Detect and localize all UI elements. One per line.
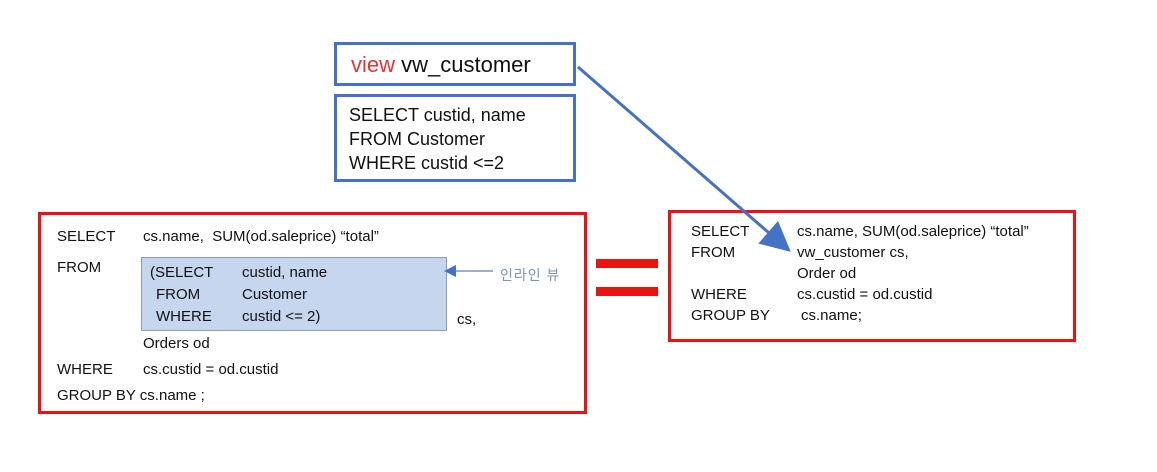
equals-bar-bottom [596,287,658,296]
view-definition-box: SELECT custid, name FROM Customer WHERE … [334,94,576,182]
right-from-expression: vw_customer cs, [797,244,909,261]
right-where-expression: cs.custid = od.custid [797,286,933,303]
right-select-keyword: SELECT [691,223,750,240]
inline-view-callout-label: 인라인 뷰 [500,267,561,283]
view-name: vw_customer [401,52,531,77]
left-groupby-clause: GROUP BY cs.name ; [57,387,205,404]
subquery-where-condition: custid <= 2) [242,308,321,325]
inline-view-subquery: (SELECT custid, name FROM Customer WHERE… [141,257,447,331]
view-def-line-2: FROM Customer [349,129,486,149]
right-groupby-expression: cs.name; [801,307,862,324]
left-from-keyword: FROM [57,259,102,276]
view-query-box: SELECT cs.name, SUM(od.saleprice) “total… [668,210,1076,342]
right-from-keyword: FROM [691,244,736,261]
view-keyword: view [351,52,396,77]
inline-view-query-box: SELECT cs.name, SUM(od.saleprice) “total… [38,212,587,414]
left-alias-cs: cs, [457,311,477,328]
left-select-keyword: SELECT [57,228,116,245]
view-def-line-3: WHERE custid <=2 [349,153,505,173]
right-orders-table: Order od [797,265,857,282]
left-orders-table: Orders od [143,335,210,352]
view-name-box: view vw_customer [334,42,576,86]
equals-bar-top [596,259,658,268]
left-where-expression: cs.custid = od.custid [143,361,279,378]
left-where-keyword: WHERE [57,361,113,378]
subquery-from-table: Customer [242,286,308,303]
view-title: view vw_customer [351,52,531,78]
right-select-expression: cs.name, SUM(od.saleprice) “total” [797,223,1029,240]
right-groupby-keyword: GROUP BY [691,307,770,324]
subquery-where-keyword: WHERE [156,308,212,325]
left-select-expression: cs.name, SUM(od.saleprice) “total” [143,228,379,245]
right-where-keyword: WHERE [691,286,747,303]
subquery-select-keyword: (SELECT [150,264,214,281]
view-def-line-1: SELECT custid, name [349,105,526,125]
subquery-select-columns: custid, name [242,264,328,281]
subquery-from-keyword: FROM [156,286,201,303]
